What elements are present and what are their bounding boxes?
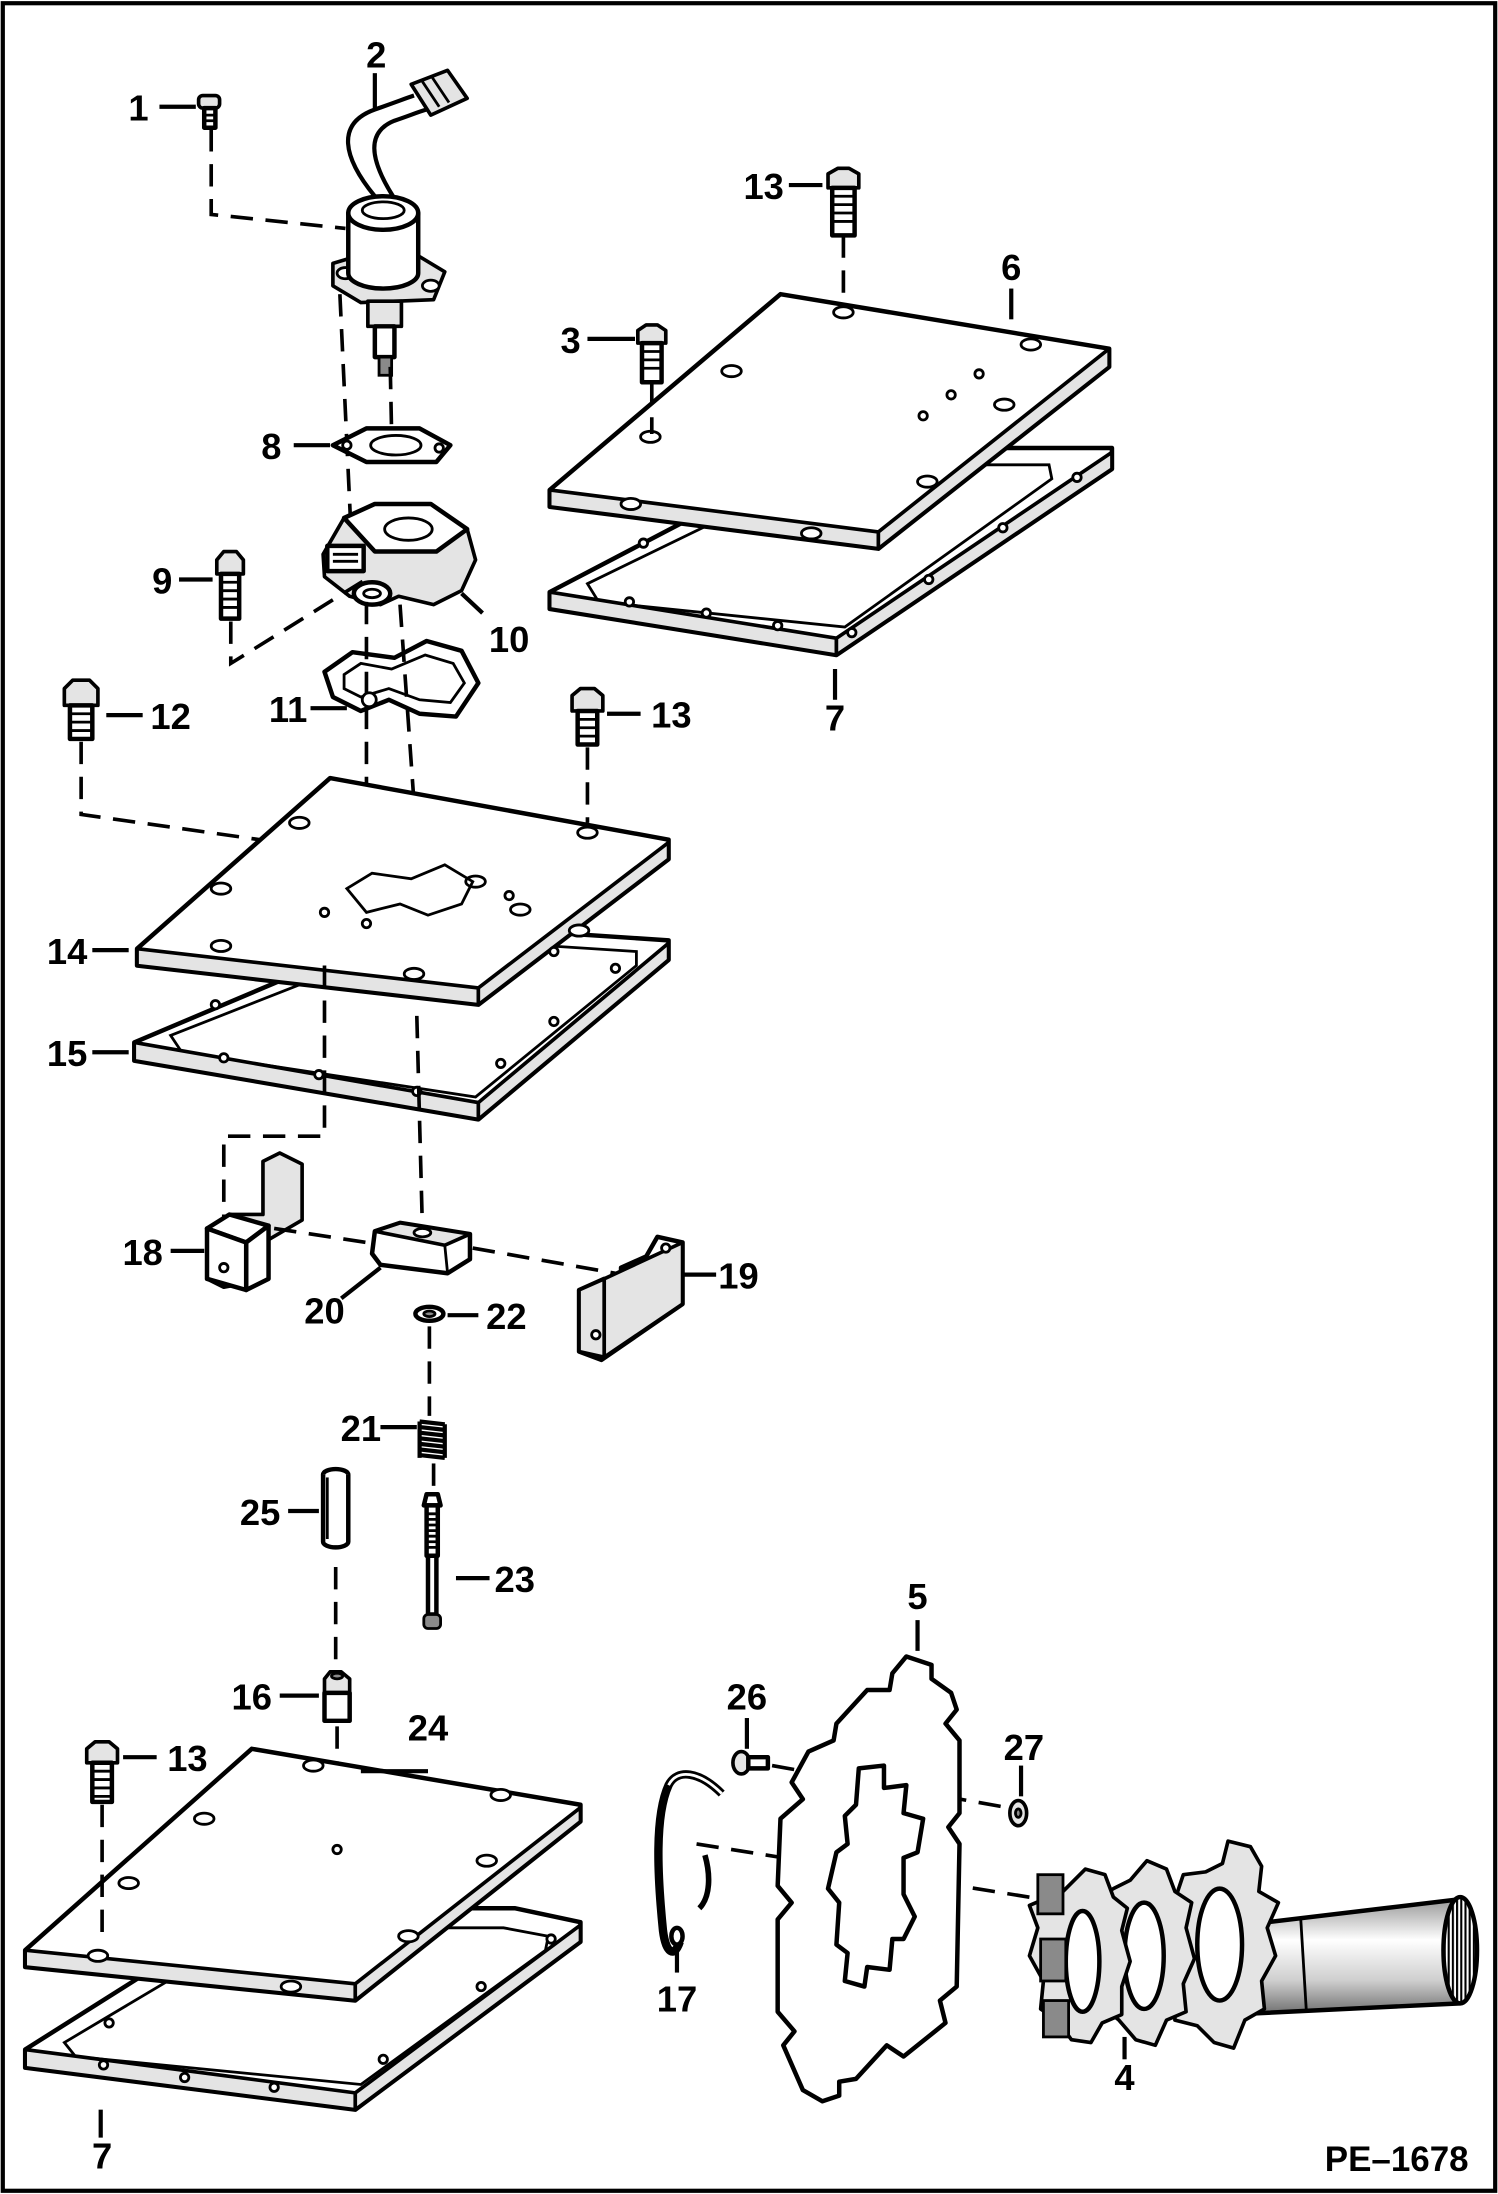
rod-23: [421, 1491, 443, 1630]
callout-7-lower: 7: [92, 2135, 112, 2176]
callout-13-bottom: 13: [167, 1738, 207, 1779]
leader-bolt-9: [228, 576, 369, 667]
plug-25: [320, 1466, 351, 1550]
callout-17: 17: [657, 1979, 697, 2020]
callout-12: 12: [150, 696, 190, 737]
leader-plate-left: [221, 965, 327, 1229]
sprocket-shaft-4: [1027, 1839, 1480, 2050]
solenoid-2: [331, 68, 469, 377]
leader-solenoid-center: [388, 366, 394, 435]
callout-14: 14: [47, 931, 88, 972]
figure-code: PE–1678: [1325, 2140, 1469, 2179]
callout-24: 24: [408, 1707, 449, 1748]
callout-10: 10: [489, 619, 529, 660]
leader-18-link: [273, 1226, 367, 1245]
gasket-11: [322, 638, 481, 719]
fitting-16: [322, 1670, 352, 1724]
callout-5: 5: [907, 1576, 927, 1617]
bolt-12: [62, 678, 100, 742]
callout-3: 3: [561, 320, 581, 361]
plate-14: [134, 775, 671, 1007]
washer-22: [413, 1304, 446, 1324]
callout-13-top: 13: [743, 166, 783, 207]
disc-5: [775, 1654, 962, 2104]
screw-26: [731, 1749, 771, 1776]
callout-8: 8: [261, 426, 281, 467]
bolt-13-top: [826, 166, 861, 306]
leader-10: [460, 591, 484, 615]
screw-1: [196, 93, 222, 130]
block-19: [576, 1234, 685, 1363]
callout-18: 18: [122, 1232, 162, 1273]
bolt-13-mid: [570, 686, 605, 823]
detent-20: [369, 1220, 473, 1276]
callout-22: 22: [486, 1296, 526, 1337]
gasket-15: [132, 921, 671, 1122]
leader-bolt-12: [79, 741, 321, 902]
leader-20-link: [472, 1246, 616, 1276]
callout-15: 15: [47, 1033, 87, 1074]
callout-4: 4: [1114, 2057, 1135, 2098]
callout-27: 27: [1004, 1727, 1044, 1768]
callout-6: 6: [1001, 247, 1021, 288]
callout-21: 21: [341, 1408, 381, 1449]
callout-2: 2: [366, 35, 386, 76]
plate-24: [22, 1746, 583, 2003]
callout-9: 9: [152, 560, 172, 601]
callout-23: 23: [494, 1559, 534, 1600]
bolt-9: [214, 549, 246, 621]
spring-21: [417, 1418, 447, 1461]
gasket-8: [330, 426, 453, 465]
callout-13-mid: 13: [651, 695, 691, 736]
callout-16: 16: [232, 1677, 272, 1718]
block-18: [204, 1151, 304, 1293]
nut-27: [1008, 1798, 1029, 1828]
callout-19: 19: [718, 1256, 758, 1297]
gasket-7-upper: [547, 445, 1115, 658]
leader-20: [339, 1265, 382, 1301]
valve-body-10: [321, 501, 478, 607]
callout-20: 20: [304, 1291, 344, 1332]
bolt-3: [635, 323, 668, 435]
leader-plate-right: [414, 1015, 425, 1229]
callout-26: 26: [727, 1677, 767, 1718]
callout-11: 11: [269, 689, 307, 730]
leader-screw-1: [209, 129, 346, 231]
callout-25: 25: [240, 1492, 280, 1533]
bolt-13-bottom: [84, 1739, 120, 1945]
callout-1: 1: [128, 88, 148, 129]
retaining-ring-17: [654, 1770, 725, 1956]
cover-plate-6: [547, 291, 1112, 551]
callout-7-upper: 7: [825, 698, 845, 739]
